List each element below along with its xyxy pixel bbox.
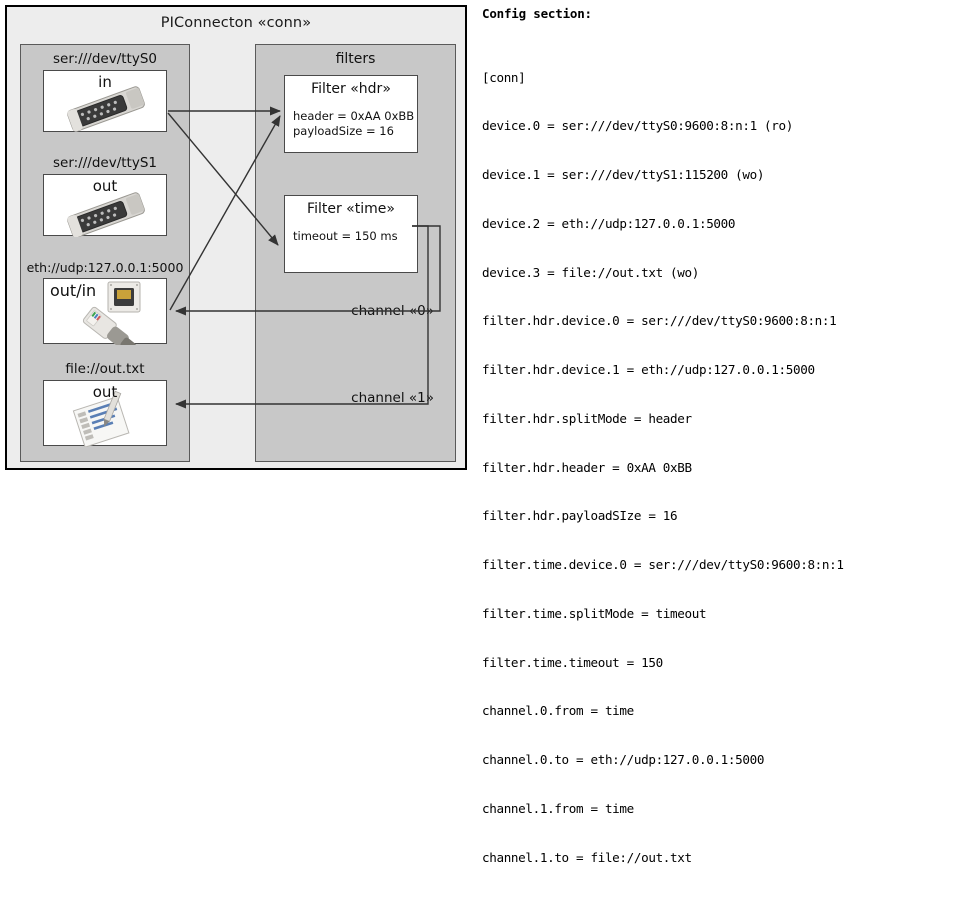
device-box-eth[interactable]: out/in [43,278,167,345]
config-section: Config section: [conn] device.0 = ser://… [482,6,960,898]
connector-title: PIConnecton «conn» [160,15,312,31]
config-line: filter.hdr.payloadSIze = 16 [482,508,678,524]
config-line: channel.0.from = time [482,703,634,719]
config-line: device.1 = ser:///dev/ttyS1:115200 (wo) [482,167,765,182]
channel-label-0: channel «0» [351,303,434,319]
device-label-ttyS1: ser:///dev/ttyS1 [53,155,157,171]
device-group-file: file://out.txt out [21,361,189,447]
serial-port-icon [67,86,145,132]
device-direction-file: out [92,383,118,401]
config-body: [conn] device.0 = ser:///dev/ttyS0:9600:… [482,37,960,898]
config-line: filter.hdr.device.0 = ser:///dev/ttyS0:9… [482,313,837,329]
config-heading: Config section: [482,6,592,21]
config-line: filter.hdr.device.1 = eth://udp:127.0.0.… [482,362,815,377]
config-line: channel.0.to = eth://udp:127.0.0.1:5000 [482,752,765,767]
device-box-ttyS0[interactable]: in [43,70,167,132]
ethernet-plug-icon [82,281,141,345]
config-line: filter.hdr.header = 0xAA 0xBB [482,459,692,475]
device-group-ttyS0: ser:///dev/ttyS0 in [21,51,189,132]
filters-panel: filters Filter «hdr» header = 0xAA 0xBB … [255,44,456,462]
filter-title-time: Filter «time» [307,201,395,217]
device-label-eth: eth://udp:127.0.0.1:5000 [26,260,184,275]
filter-attr-payloadsize: payloadSize = 16 [293,124,394,138]
config-line: channel.1.to = file://out.txt [482,849,692,865]
device-group-ttyS1: ser:///dev/ttyS1 out [21,155,189,237]
filter-attr-timeout: timeout = 150 ms [293,229,398,243]
device-label-ttyS0: ser:///dev/ttyS0 [53,51,157,67]
filters-title: filters [335,51,376,67]
config-line: channel.1.from = time [482,800,634,816]
config-line: filter.time.timeout = 150 [482,654,663,670]
config-line: filter.time.device.0 = ser:///dev/ttyS0:… [482,557,844,572]
device-label-file: file://out.txt [65,361,145,377]
device-direction-ttyS1: out [92,177,118,195]
filter-box-hdr[interactable]: Filter «hdr» header = 0xAA 0xBB payloadS… [284,75,418,153]
device-box-file[interactable]: out [43,380,167,447]
channel-label-1: channel «1» [351,390,434,406]
config-line: filter.hdr.splitMode = header [482,410,692,426]
text-file-icon [72,390,130,447]
device-box-ttyS1[interactable]: out [43,174,167,237]
config-line: device.3 = file://out.txt (wo) [482,264,699,280]
devices-panel: ser:///dev/ttyS0 in [20,44,190,462]
device-group-eth: eth://udp:127.0.0.1:5000 out/in [21,259,189,345]
config-line: device.2 = eth://udp:127.0.0.1:5000 [482,215,736,231]
serial-port-icon [67,192,145,237]
device-direction-ttyS0: in [98,73,112,91]
filter-title-hdr: Filter «hdr» [311,81,391,97]
config-line: device.0 = ser:///dev/ttyS0:9600:8:n:1 (… [482,118,793,134]
config-line: filter.time.splitMode = timeout [482,605,707,621]
config-line: [conn] [482,69,526,85]
connector-container: PIConnecton «conn» ser:///dev/ttyS0 in [5,5,467,470]
device-direction-eth: out/in [50,281,97,300]
filter-attr-header: header = 0xAA 0xBB [293,109,415,123]
filter-box-time[interactable]: Filter «time» timeout = 150 ms [284,195,418,273]
